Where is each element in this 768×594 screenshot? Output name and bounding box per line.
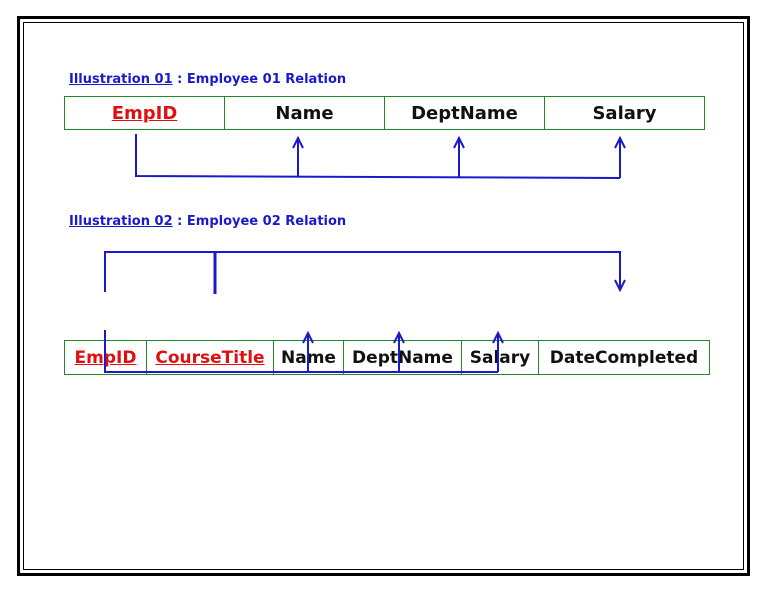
fd3-arrow-deptname (393, 330, 405, 372)
rel2-attr-coursetitle: CourseTitle (147, 341, 274, 374)
employee01-relation: EmpID Name DeptName Salary (64, 96, 705, 130)
fd3-arrow-salary (492, 330, 504, 372)
illustration1-label[interactable]: Illustration 01 (69, 72, 173, 87)
fd1-arrow-name (292, 135, 304, 176)
rel1-attr-deptname: DeptName (385, 97, 545, 129)
employee02-relation: EmpID CourseTitle Name DeptName Salary D… (64, 340, 710, 375)
illustration2-separator: : (172, 214, 187, 229)
illustration2-label[interactable]: Illustration 02 (69, 214, 173, 229)
illustration2-caption: Illustration 02 : Employee 02 Relation (69, 214, 346, 229)
rel1-attr-salary: Salary (592, 102, 657, 124)
rel1-attr-name: Name (225, 97, 385, 129)
inner-frame (23, 22, 744, 570)
rel2-attr-deptname: DeptName (344, 341, 462, 374)
rel1-attr-empid: EmpID (65, 97, 225, 129)
fd1-source-line (135, 134, 621, 179)
illustration1-title: Employee 01 Relation (186, 72, 347, 87)
fd1-arrow-salary (614, 135, 626, 178)
illustration2-title: Employee 02 Relation (186, 214, 347, 229)
illustration1-caption: Illustration 01 : Employee 01 Relation (69, 72, 346, 87)
rel2-attr-datecompleted: DateCompleted (549, 347, 699, 368)
fd3-source-line (104, 330, 498, 373)
rel2-attr-salary: Salary (462, 341, 539, 374)
fd3-arrow-name (302, 330, 314, 372)
illustration1-separator: : (172, 72, 187, 87)
fd1-arrow-deptname (453, 135, 465, 177)
outer-frame (17, 16, 750, 576)
fd2-composite-line (104, 251, 626, 293)
